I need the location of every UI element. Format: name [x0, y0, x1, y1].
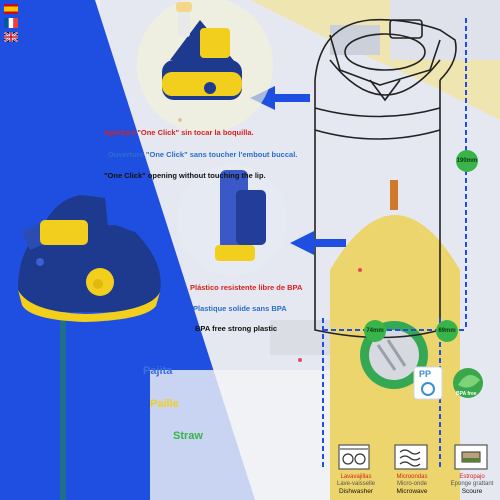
plastic-text-fr: Plastique solide sans BPA: [193, 304, 287, 313]
one-click-text-fr: Ouverture "One Click" sans toucher l'emb…: [108, 150, 298, 159]
top-width-dimension-badge: 69mm: [436, 320, 458, 342]
flag-france: [4, 18, 18, 28]
plastic-text-es: Plástico resistente libre de BPA: [190, 283, 303, 292]
straw-tube: [60, 300, 66, 500]
scourer-icon: [454, 444, 488, 470]
care-dishwasher-label: Lavavajillas Lave-vaisselle Dishwasher: [336, 474, 376, 495]
base-width-dimension-badge: 74mm: [364, 320, 386, 342]
height-dimension-badge: 190mm: [456, 150, 478, 172]
plastic-text-en: BPA free strong plastic: [195, 324, 278, 333]
flag-spain: [4, 4, 18, 14]
straw-label-es: Pajita: [143, 365, 173, 377]
care-scourer-label: Estropajo Eponge grattant Scoure: [450, 474, 494, 495]
straw-label-en: Straw: [173, 430, 203, 442]
pp-badge-text: PP: [419, 369, 432, 379]
recycle-icon: [421, 382, 435, 396]
flag-uk: [4, 32, 18, 42]
arrow-plastic: [290, 231, 346, 255]
microwave-icon: [394, 444, 428, 470]
one-click-text-en: "One Click" opening without touching the…: [104, 171, 266, 180]
bpa-badge-text: BPA free: [456, 391, 477, 397]
straw-label-fr: Paille: [150, 398, 179, 410]
one-click-text-es: Apertura "One Click" sin tocar la boquil…: [104, 128, 254, 137]
care-microwave-label: Microondas Micro-onde Microwave: [396, 474, 428, 495]
dishwasher-icon: [338, 444, 370, 470]
